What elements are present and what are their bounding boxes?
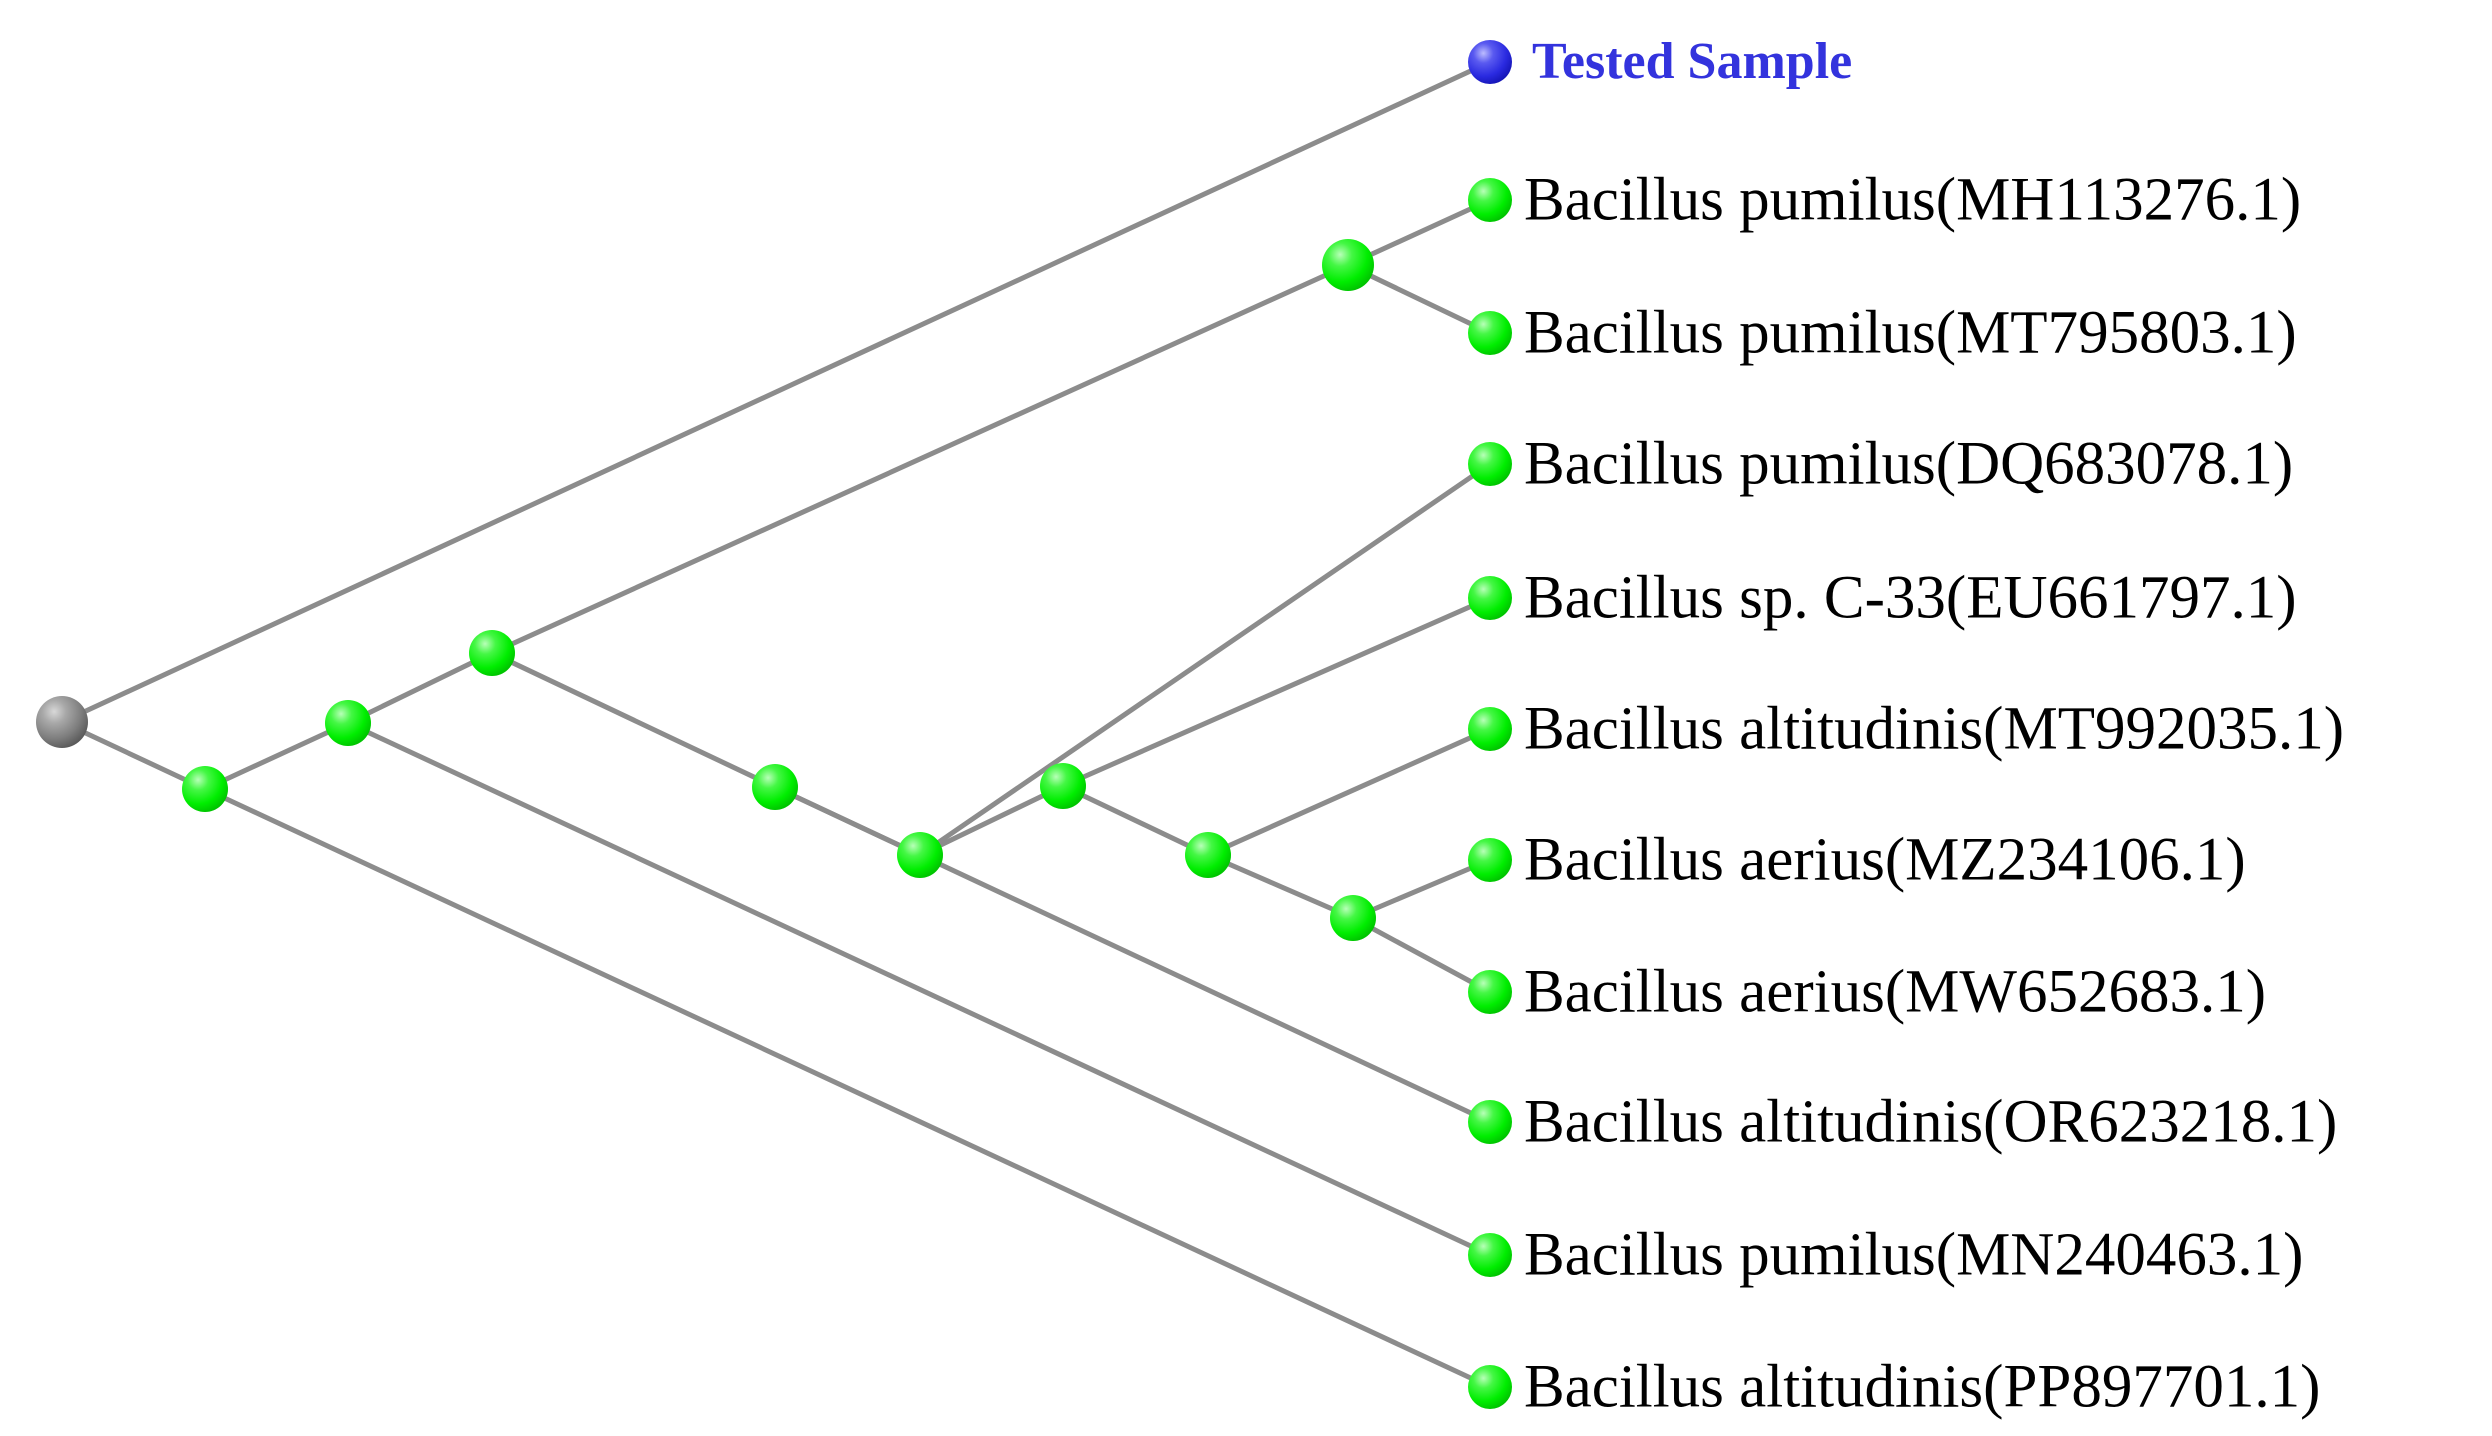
tree-branch bbox=[917, 783, 1066, 858]
root-node[interactable] bbox=[36, 696, 88, 748]
leaf-node[interactable] bbox=[1468, 707, 1512, 751]
tree-branch bbox=[489, 650, 778, 790]
leaf-label[interactable]: Bacillus sp. C-33(EU661797.1) bbox=[1524, 564, 2297, 632]
tree-branch bbox=[1345, 197, 1493, 268]
tree-branch bbox=[345, 720, 1493, 1258]
leaf-label[interactable]: Bacillus pumilus(DQ683078.1) bbox=[1524, 430, 2294, 498]
leaf-label[interactable]: Bacillus pumilus(MH113276.1) bbox=[1524, 166, 2302, 234]
internal-node[interactable] bbox=[182, 766, 228, 812]
tree-branch bbox=[1205, 726, 1493, 858]
internal-node[interactable] bbox=[1330, 895, 1376, 941]
internal-node[interactable] bbox=[469, 630, 515, 676]
leaf-node[interactable] bbox=[1468, 838, 1512, 882]
leaf-label[interactable]: Bacillus altitudinis(MT992035.1) bbox=[1524, 695, 2345, 763]
tree-branch bbox=[772, 784, 1493, 1125]
tree-branch bbox=[59, 59, 1493, 725]
leaf-node[interactable] bbox=[1468, 311, 1512, 355]
leaf-label[interactable]: Bacillus aerius(MW652683.1) bbox=[1524, 958, 2267, 1026]
tree-branch bbox=[1345, 262, 1493, 336]
tree-branch bbox=[202, 786, 1493, 1390]
tree-branch bbox=[489, 262, 1351, 656]
node-layer bbox=[36, 40, 1512, 1409]
leaf-label[interactable]: Bacillus pumilus(MN240463.1) bbox=[1524, 1221, 2304, 1289]
tree-branch bbox=[1060, 783, 1211, 858]
leaf-node[interactable] bbox=[1468, 1365, 1512, 1409]
internal-node[interactable] bbox=[752, 764, 798, 810]
tree-branch bbox=[59, 719, 208, 792]
leaf-label[interactable]: Bacillus altitudinis(OR623218.1) bbox=[1524, 1088, 2338, 1156]
leaf-node[interactable] bbox=[1468, 1233, 1512, 1277]
tree-branch bbox=[917, 461, 1493, 858]
leaf-label[interactable]: Bacillus altitudinis(PP897701.1) bbox=[1524, 1353, 2321, 1421]
branch-layer bbox=[59, 59, 1493, 1390]
leaf-label[interactable]: Bacillus aerius(MZ234106.1) bbox=[1524, 826, 2246, 894]
leaf-node[interactable] bbox=[1468, 576, 1512, 620]
leaf-label[interactable]: Bacillus pumilus(MT795803.1) bbox=[1524, 299, 2297, 367]
leaf-node[interactable] bbox=[1468, 1100, 1512, 1144]
leaf-node[interactable] bbox=[1468, 40, 1512, 84]
leaf-label[interactable]: Tested Sample bbox=[1532, 33, 1853, 90]
internal-node[interactable] bbox=[897, 832, 943, 878]
leaf-node[interactable] bbox=[1468, 178, 1512, 222]
internal-node[interactable] bbox=[325, 700, 371, 746]
internal-node[interactable] bbox=[1040, 763, 1086, 809]
tree-branch bbox=[202, 720, 351, 792]
leaf-node[interactable] bbox=[1468, 970, 1512, 1014]
tree-branch bbox=[1350, 915, 1493, 995]
tree-branch bbox=[1350, 857, 1493, 921]
tree-branch bbox=[1060, 595, 1493, 789]
tree-branch bbox=[345, 650, 495, 726]
leaf-node[interactable] bbox=[1468, 442, 1512, 486]
internal-node[interactable] bbox=[1322, 239, 1374, 291]
internal-node[interactable] bbox=[1185, 832, 1231, 878]
tree-branch bbox=[1205, 852, 1356, 921]
